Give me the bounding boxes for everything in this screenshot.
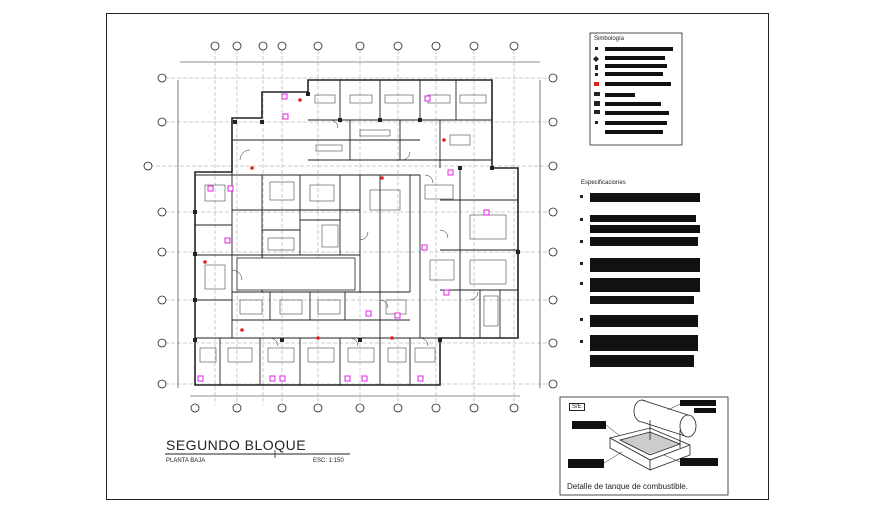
detail-tag: S/E [569,403,585,411]
specifications-heading: Especificaciones [581,180,626,186]
drawing-subtitle: PLANTA BAJA [166,458,206,464]
spec-bullets [580,195,583,343]
axis-markers-bottom [190,403,519,413]
structural-columns [193,92,520,342]
leader-lines [603,403,681,464]
fixtures [199,94,507,363]
legend-symbols [593,47,600,124]
dimension-lines [177,61,541,397]
drawing-frame [106,13,769,500]
detail-callouts [568,400,718,468]
open-courtyard [236,257,356,291]
interior-walls [195,80,518,385]
legend-box [589,32,683,146]
axis-markers-top [210,41,519,51]
detail-caption: Detalle de tanque de combustible. [567,482,688,491]
legend-heading: Simbología [594,36,625,42]
legend-red-symbol [594,82,599,86]
magenta-markers [197,93,490,382]
door-swings [231,119,479,347]
drawing-title: SEGUNDO BLOQUE [166,437,307,453]
building-outline [194,79,519,386]
legend-rows [605,47,673,134]
drawing-scale: ESC: 1:150 [313,458,344,464]
spec-blocks [590,193,700,367]
axis-markers-right [548,73,558,389]
tank-detail-box [559,396,729,496]
red-markers [203,98,446,340]
axis-markers-left [143,73,167,389]
